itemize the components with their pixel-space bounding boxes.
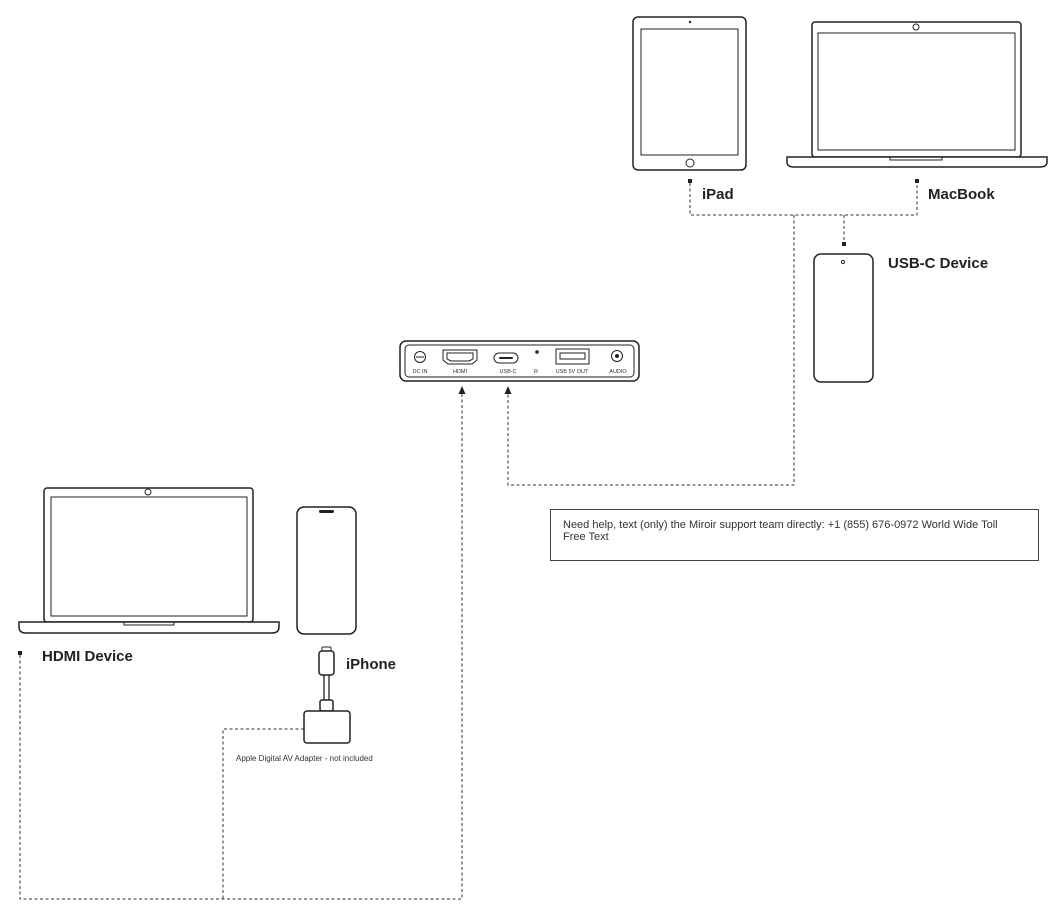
label-adapter-note: Apple Digital AV Adapter - not included xyxy=(236,754,373,763)
support-help-text: Need help, text (only) the Miroir suppor… xyxy=(563,519,998,543)
port-label-r: R xyxy=(534,369,538,375)
label-macbook: MacBook xyxy=(928,186,995,203)
projector-port-panel xyxy=(399,340,640,382)
av-adapter-illustration xyxy=(303,710,351,744)
label-ipad: iPad xyxy=(702,186,734,203)
port-label-hdmi: HDMI xyxy=(453,369,468,375)
iphone-illustration xyxy=(296,506,357,712)
port-label-usb-out: USB 5V OUT xyxy=(556,369,589,375)
macbook-illustration xyxy=(786,21,1048,168)
ipad-illustration xyxy=(632,16,747,171)
connection-lines xyxy=(19,183,918,900)
port-label-dc-in: DC IN xyxy=(413,369,428,375)
port-label-usb-c: USB-C xyxy=(499,369,516,375)
port-label-audio: AUDIO xyxy=(609,369,627,375)
label-iphone: iPhone xyxy=(346,656,396,673)
label-usbc-device: USB-C Device xyxy=(888,255,988,272)
label-hdmi-device: HDMI Device xyxy=(42,648,133,665)
support-help-box: Need help, text (only) the Miroir suppor… xyxy=(550,509,1039,561)
hdmi-laptop-illustration xyxy=(18,487,280,634)
usbc-device-illustration xyxy=(813,253,874,383)
